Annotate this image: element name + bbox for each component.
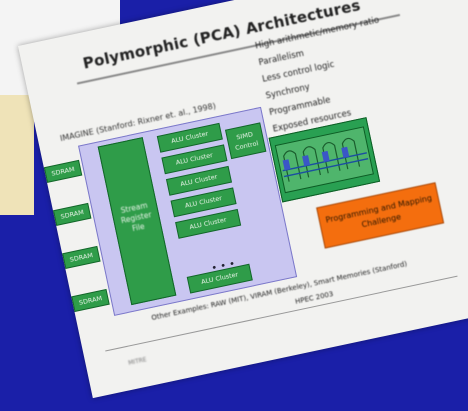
- sdram-block: SDRAM: [71, 288, 110, 313]
- mitre-logo: MITRE: [127, 356, 148, 367]
- alu-cluster-detail: [268, 117, 381, 203]
- background-beige-panel: [0, 95, 34, 215]
- sdram-block: SDRAM: [43, 159, 83, 183]
- imagine-architecture-diagram: Stream Register File ALU Cluster ALU Clu…: [78, 106, 298, 316]
- presentation-slide: Polymorphic (PCA) Architectures High ari…: [18, 0, 468, 399]
- srf-label: Stream Register File: [119, 200, 153, 234]
- sdram-block: SDRAM: [62, 245, 101, 270]
- cluster-detail-graphic: [274, 126, 374, 194]
- sdram-block: SDRAM: [52, 202, 92, 226]
- simd-control-block: SIMD Control: [224, 122, 267, 160]
